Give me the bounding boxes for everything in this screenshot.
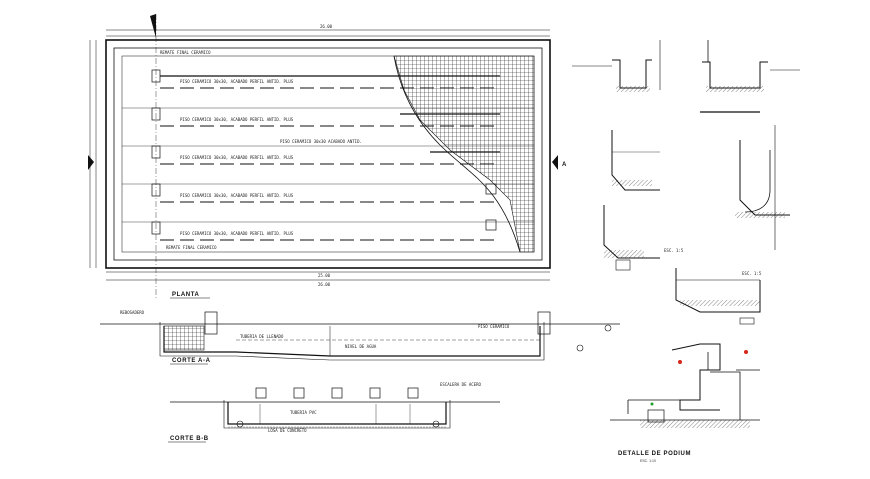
sec-b-label-1: ESCALERA DE ACERO [440, 382, 482, 387]
bottom-note: REMATE FINAL CERAMICO [166, 245, 217, 250]
dim-bottom-1: 25.00 [318, 273, 331, 278]
lane-blocks-section [255, 387, 419, 399]
detail-scale-1: ESC. 1:5 [664, 248, 684, 253]
section-b-title: CORTE B-B [170, 436, 209, 442]
section-a-title: CORTE A-A [172, 358, 211, 364]
dim-top: 26.00 [320, 24, 333, 29]
gutter-details: ESC. 1:5 ESC. 1:5 [572, 40, 800, 325]
dim-bottom-2: 26.00 [318, 282, 331, 287]
sec-b-label-3: LOSA DE CONCRETO [268, 428, 307, 433]
pool-plan: 26.00 [88, 14, 567, 300]
lane-label-3: PISO CERAMICO 30x30, ACABADO PERFIL ANTI… [180, 155, 294, 160]
sec-a-label-2: TUBERIA DE LLENADO [240, 334, 284, 339]
lane-lines [122, 75, 534, 241]
section-a-a: REBOSADERO TUBERIA DE LLENADO NIVEL DE A… [100, 310, 620, 365]
lane-label-5: PISO CERAMICO 30x30, ACABADO PERFIL ANTI… [180, 231, 294, 236]
podium-subtitle: ESC. 1:10 [640, 459, 656, 463]
section-marker-a: A [562, 162, 567, 168]
lane-label-2: PISO CERAMICO 30x30, ACABADO PERFIL ANTI… [180, 117, 294, 122]
lane-label-4: PISO CERAMICO 30x30, ACABADO PERFIL ANTI… [180, 193, 294, 198]
plan-title: PLANTA [172, 292, 200, 298]
center-note: PISO CERAMICO 30x30 ACABADO ANTID. [280, 139, 362, 144]
sec-a-label-3: NIVEL DE AGUA [345, 344, 377, 349]
section-b-b: ESCALERA DE ACERO TUBERIA PVC LOSA DE CO… [168, 382, 500, 443]
sec-a-label-1: REBOSADERO [120, 310, 145, 315]
detail-scale-2: ESC. 1:5 [742, 271, 762, 276]
podium-title: DETALLE DE PODIUM [618, 451, 691, 457]
podium-detail: DETALLE DE PODIUM ESC. 1:10 [610, 343, 760, 463]
top-note: REMATE FINAL CERAMICO [160, 50, 211, 55]
lane-label-1: PISO CERAMICO 30x30, ACABADO PERFIL ANTI… [180, 79, 294, 84]
sec-a-label-4: PISO CERAMICO [478, 324, 510, 329]
sec-b-label-2: TUBERIA PVC [290, 410, 317, 415]
